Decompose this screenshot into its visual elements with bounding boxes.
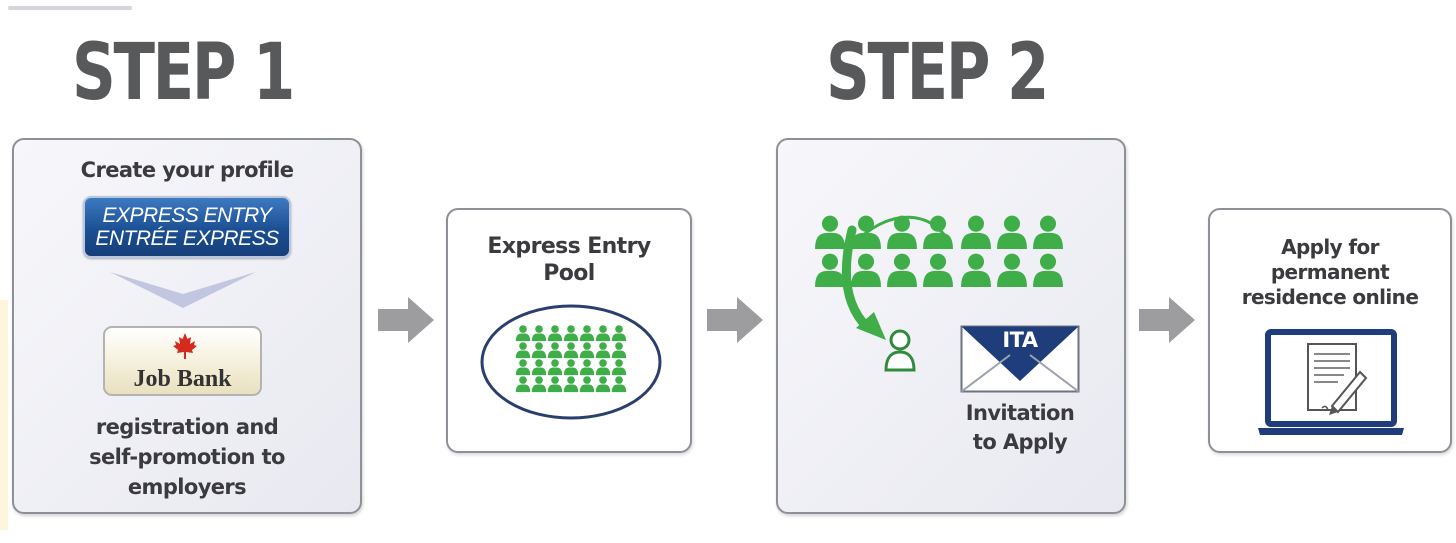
person-icon	[515, 325, 531, 342]
express-entry-logo-line-2: ENTRÉE EXPRESS	[95, 227, 279, 250]
chevron-down-icon	[110, 272, 256, 308]
person-icon	[547, 342, 563, 359]
person-icon	[531, 359, 547, 376]
person-icon	[531, 376, 547, 393]
person-icon	[579, 342, 595, 359]
job-bank-logo: Job Bank	[103, 326, 262, 396]
person-icon	[515, 376, 531, 393]
person-icon	[563, 325, 579, 342]
person-icon	[997, 253, 1027, 287]
person-icon	[815, 253, 845, 287]
person-icon	[961, 253, 991, 287]
apply-line-1: Apply for	[1281, 235, 1379, 259]
registration-line-1: registration and	[95, 415, 279, 439]
left-edge-strip	[0, 300, 8, 530]
person-icon	[611, 359, 627, 376]
person-icon	[515, 342, 531, 359]
selection-arc	[850, 215, 952, 248]
step-2-title: STEP 2	[826, 28, 1049, 118]
person-icon	[595, 359, 611, 376]
person-icon	[887, 253, 917, 287]
express-entry-logo: EXPRESS ENTRY ENTRÉE EXPRESS	[83, 196, 291, 258]
apply-line-3: residence online	[1241, 285, 1419, 309]
job-bank-text: Job Bank	[133, 366, 232, 392]
pool-ellipse	[480, 304, 662, 420]
person-icon	[815, 215, 845, 249]
pool-label-line-2: Pool	[543, 261, 595, 286]
registration-line-3: employers	[127, 475, 247, 499]
person-icon	[563, 376, 579, 393]
person-icon	[611, 342, 627, 359]
person-icon	[1033, 253, 1063, 287]
person-icon	[579, 325, 595, 342]
person-icon	[997, 215, 1027, 249]
right-arrow-icon	[1139, 297, 1195, 343]
right-arrow-icon	[707, 297, 763, 343]
person-icon	[515, 359, 531, 376]
candidate-crowd	[815, 215, 1063, 372]
person-icon	[851, 253, 881, 287]
selection-arrow	[841, 225, 873, 333]
person-icon	[851, 215, 881, 249]
person-icon	[1033, 215, 1063, 249]
person-icon	[923, 253, 953, 287]
person-icon	[531, 325, 547, 342]
person-icon	[611, 325, 627, 342]
invitation-line-1: Invitation	[965, 401, 1075, 425]
step-1-title: STEP 1	[72, 28, 295, 118]
person-icon	[887, 215, 917, 249]
invitation-line-2: to Apply	[972, 430, 1068, 454]
right-arrow-icon	[378, 297, 434, 343]
person-icon	[563, 359, 579, 376]
person-icon	[579, 376, 595, 393]
person-icon	[563, 342, 579, 359]
person-icon	[547, 359, 563, 376]
person-icon	[547, 376, 563, 393]
create-profile-label: Create your profile	[80, 158, 294, 182]
person-icon	[595, 342, 611, 359]
laptop-document-icon	[1258, 329, 1404, 435]
ita-label: ITA	[1002, 328, 1038, 352]
person-icon	[595, 376, 611, 393]
registration-line-2: self-promotion to	[89, 445, 285, 469]
envelope-icon	[960, 325, 1080, 393]
person-icon	[595, 325, 611, 342]
person-icon	[611, 376, 627, 393]
express-entry-logo-line-1: EXPRESS ENTRY	[102, 204, 272, 227]
apply-line-2: permanent	[1270, 260, 1390, 284]
person-icon	[531, 342, 547, 359]
person-icon	[579, 359, 595, 376]
top-divider	[8, 6, 132, 10]
person-icon	[961, 215, 991, 249]
pool-label-line-1: Express Entry	[487, 234, 651, 259]
person-icon	[884, 329, 916, 372]
maple-leaf-icon	[173, 333, 197, 359]
person-icon	[547, 325, 563, 342]
